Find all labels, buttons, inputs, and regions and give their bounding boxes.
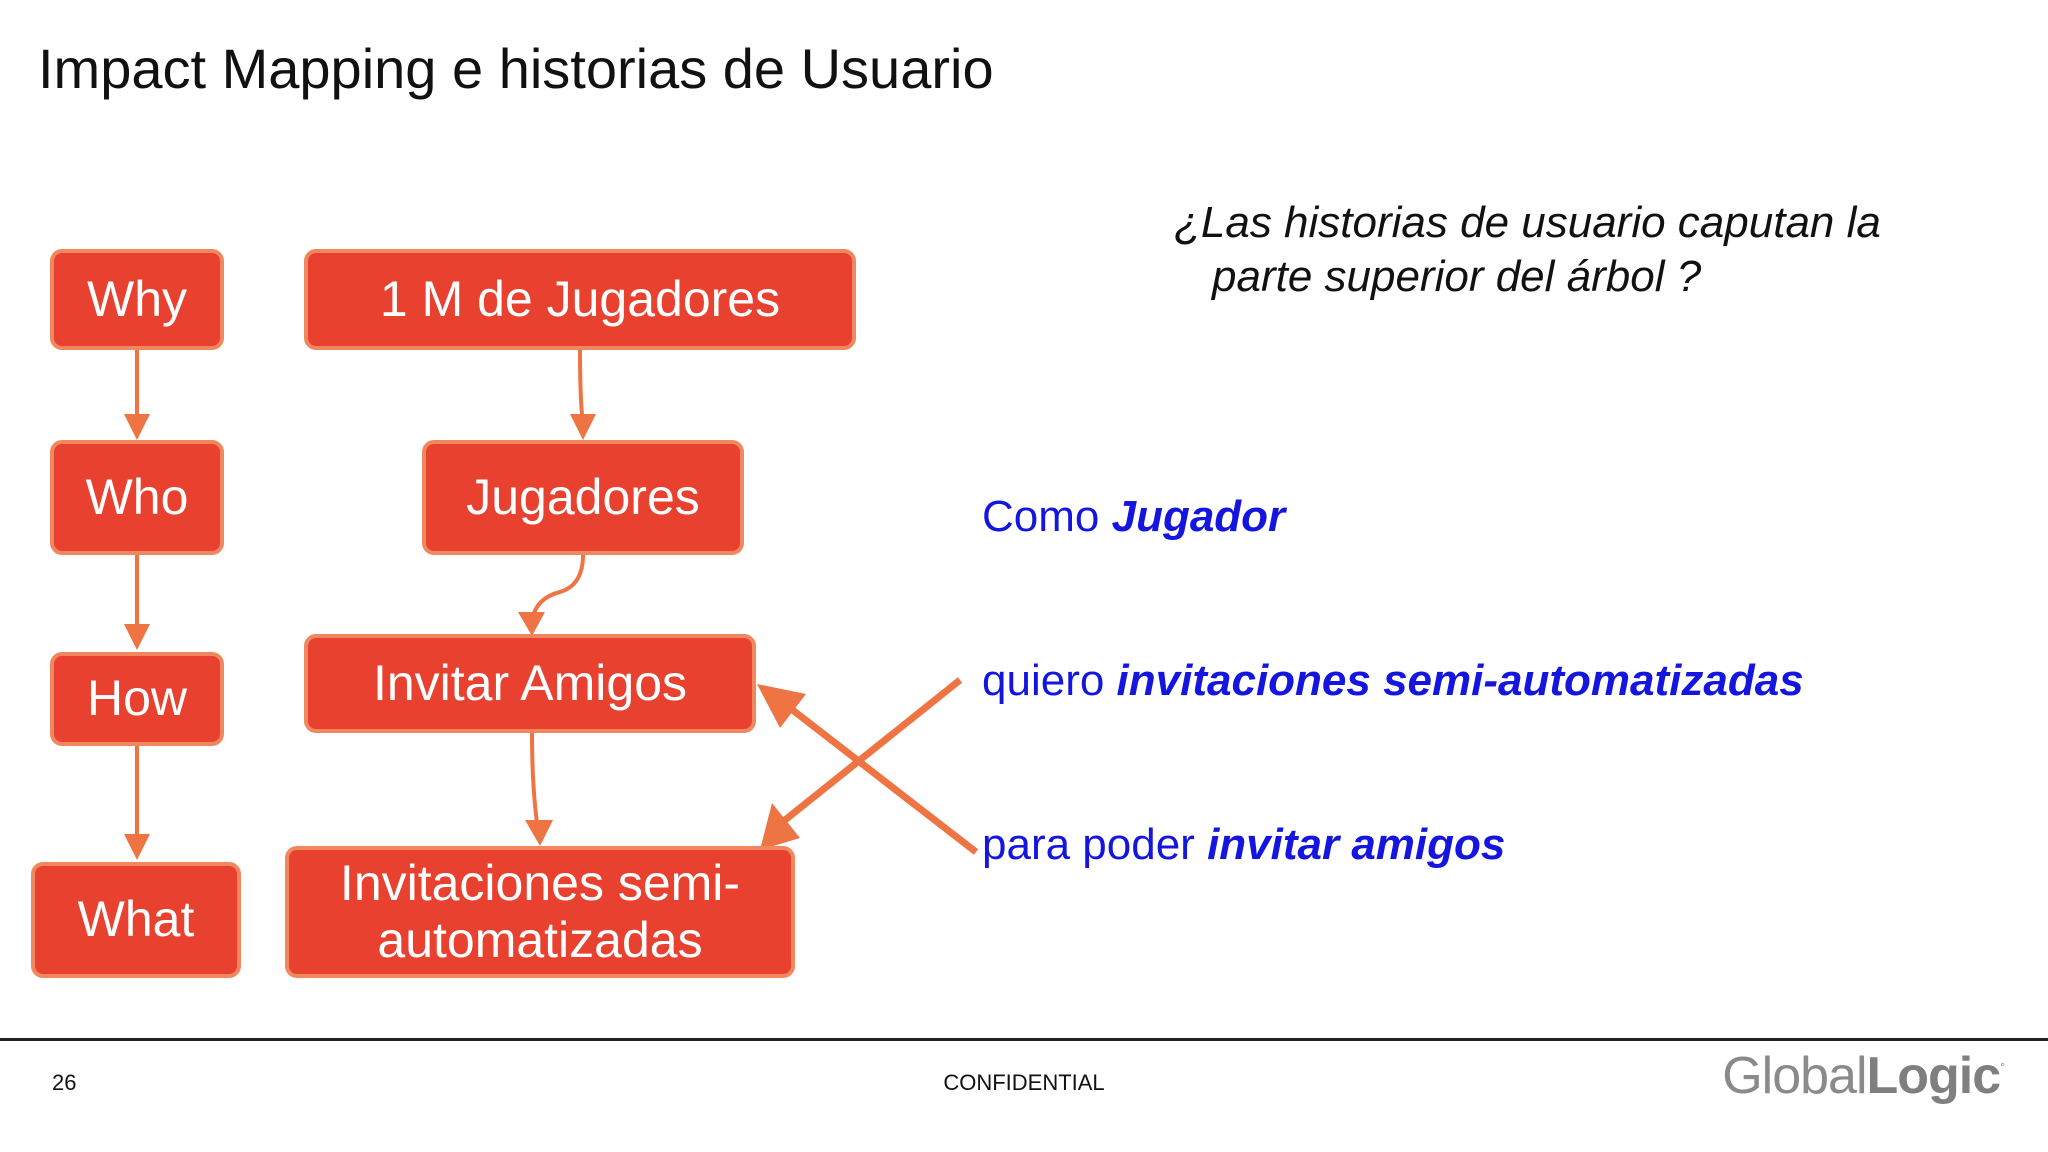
story-want-value: invitaciones semi-automatizadas [1116,656,1804,705]
level-how-box: How [50,652,224,746]
cross-arrow-to-impact-head [757,684,806,728]
story-want: quiero invitaciones semi-automatizadas [982,656,1804,706]
level-who-box: Who [50,440,224,555]
arrow-impact-head [518,612,545,636]
question-text: ¿Las historias de usuario caputan la par… [1174,196,1881,304]
impact-box: Invitar Amigos [304,634,756,733]
story-so-prefix: para poder [982,820,1195,869]
arrow-why-who-head [124,414,150,440]
logo-global: Global [1722,1047,1867,1105]
story-as-value: Jugador [1111,492,1286,541]
slide-title: Impact Mapping e historias de Usuario [38,37,994,100]
cross-arrow-to-deliverable [782,677,963,823]
arrow-who-how-head [124,624,150,650]
story-so-value: invitar amigos [1207,820,1506,869]
story-want-prefix: quiero [982,656,1105,705]
goal-label: 1 M de Jugadores [379,270,781,327]
footer-divider [0,1038,2048,1041]
arrow-impact-deliverable [530,732,540,831]
actor-label: Jugadores [466,468,700,525]
question-line-1: ¿Las historias de usuario caputan la [1174,198,1881,247]
logo-mark: ° [2000,1060,2005,1074]
arrow-actor-impact [530,554,585,621]
logo-logic: Logic [1866,1047,2002,1105]
arrow-goal-actor [578,349,585,426]
confidential-label: CONFIDENTIAL [943,1070,1105,1095]
question-line-2: parte superior del árbol ? [1212,252,1702,301]
actor-box: Jugadores [422,440,744,555]
level-what-box: What [31,862,241,978]
level-why-label: Why [87,270,187,327]
goal-box: 1 M de Jugadores [304,249,856,350]
deliverable-label: Invitaciones semi-automatizadas [339,854,741,969]
impact-label: Invitar Amigos [372,654,687,711]
page-number: 26 [52,1070,77,1095]
arrow-deliverable-head [525,820,553,846]
story-as: Como Jugador [982,492,1285,542]
globallogic-logo: GlobalLogic° [1722,1046,2005,1106]
level-why-box: Why [50,249,224,350]
arrow-how-what-head [124,834,150,860]
level-what-label: What [77,891,195,948]
arrow-goal-actor-head [570,414,596,440]
deliverable-box: Invitaciones semi-automatizadas [285,846,795,978]
cross-arrow-to-deliverable-head [760,803,800,850]
cross-arrow-to-impact [787,705,979,855]
level-how-label: How [86,670,188,727]
level-who-label: Who [85,468,189,525]
story-as-prefix: Como [982,492,1100,541]
story-so: para poder invitar amigos [982,820,1505,870]
